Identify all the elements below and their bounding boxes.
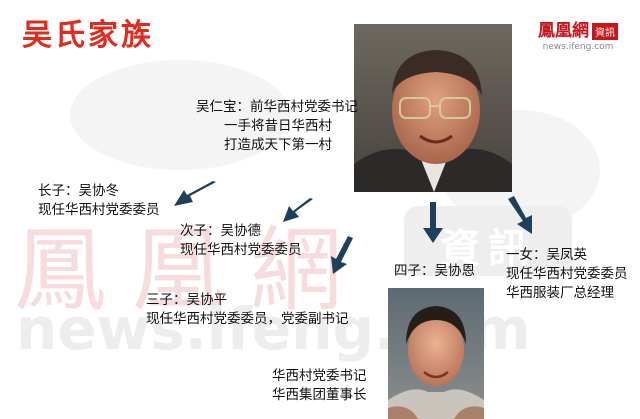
son4-role-1: 华西村党委书记 [272,368,367,384]
son4-photo [388,288,484,419]
son4-node: 四子：吴协恩 [394,262,475,281]
daughter-name: 一女：吴凤英 [506,247,587,263]
son3-node: 三子：吴协平 现任华西村党委委员，党委副书记 [146,291,349,329]
arrow-to-son3-icon [331,236,353,274]
daughter-role-1: 现任华西村党委委员 [506,266,628,282]
brand-tag: 資訊 [592,23,618,40]
patriarch-node: 吴仁宝：前华西村党委书记 一手将昔日华西村 打造成天下第一村 [196,98,358,155]
arrow-to-son1-icon [174,181,216,206]
son4-name: 四子：吴协恩 [394,263,475,279]
arrow-to-son2-icon [283,198,313,222]
daughter-node: 一女：吴凤英 现任华西村党委委员 华西服装厂总经理 [506,246,628,303]
patriarch-photo [354,24,512,192]
patriarch-line-2: 一手将昔日华西村 [224,118,332,134]
son3-role: 现任华西村党委委员，党委副书记 [146,311,349,327]
patriarch-line-3: 打造成天下第一村 [224,137,332,153]
page-title: 吴氏家族 [22,18,154,53]
patriarch-portrait-icon [354,50,512,192]
son4-role-2: 华西集团董事长 [272,387,367,403]
son1-name: 长子：吴协冬 [38,183,119,199]
son4-portrait-icon [388,306,484,419]
son2-node: 次子：吴协德 现任华西村党委委员 [180,222,302,260]
son4-role-node: 华西村党委书记 华西集团董事长 [272,367,367,405]
son2-name: 次子：吴协德 [180,223,261,239]
son1-role: 现任华西村党委委员 [38,202,160,218]
son3-name: 三子：吴协平 [146,292,227,308]
brand-logo[interactable]: 鳳凰網資訊 news.ifeng.com [538,16,618,52]
brand-name: 鳳凰網 [538,21,589,41]
arrow-to-son4-icon [423,202,443,243]
watermark-logo: 鳳凰網 [14,217,369,324]
patriarch-line-1: 吴仁宝：前华西村党委书记 [196,99,358,115]
son2-role: 现任华西村党委委员 [180,242,302,258]
son1-node: 长子：吴协冬 现任华西村党委委员 [38,182,160,220]
daughter-role-2: 华西服装厂总经理 [506,285,614,301]
watermark-badge: 資訊 [404,206,572,276]
background-shape [70,60,290,170]
watermark-badge-text: 資訊 [440,226,536,272]
arrow-to-daughter-icon [508,196,532,234]
brand-url: news.ifeng.com [542,42,614,52]
